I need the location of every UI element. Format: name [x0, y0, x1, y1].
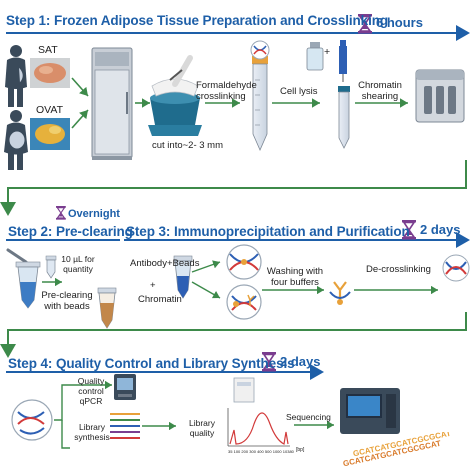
- axis-tick: 300: [249, 449, 256, 454]
- qc-label: Quality control qPCR: [77, 376, 105, 406]
- step1-to-step2-connector: [0, 160, 467, 216]
- human-silhouette-icon: [5, 45, 27, 107]
- plus-sign: +: [324, 46, 331, 58]
- ovat-label: OVAT: [36, 104, 64, 116]
- qpcr-machine-icon: [114, 374, 136, 400]
- ip-arrow-upper: [191, 260, 221, 273]
- step1-duration: 6 hours: [376, 15, 423, 30]
- bead-tube-icon: [97, 287, 117, 329]
- axis-unit: [bp]: [296, 447, 305, 453]
- axis-tick: 35: [228, 449, 233, 454]
- hourglass-icon: [56, 206, 66, 220]
- aliquot-tube-icon: [45, 255, 57, 279]
- mortar-pestle-icon: [148, 55, 202, 136]
- human-silhouette-icon: [4, 110, 28, 170]
- preclearing-label: Pre-clearing with beads: [41, 290, 93, 312]
- sequencing-label: Sequencing: [286, 412, 331, 422]
- axis-tick: 1000: [272, 449, 282, 454]
- step1-title: Step 1: Frozen Adipose Tissue Preparatio…: [6, 13, 389, 28]
- sonicator-icon: [415, 69, 465, 123]
- axis-tick: 100: [233, 449, 241, 454]
- vial-icon: [306, 42, 324, 71]
- step4-duration: 2 days: [280, 354, 321, 369]
- bioanalyzer-icon: [233, 377, 255, 403]
- ip-tube-icon: [173, 255, 193, 299]
- ovat-tissue-image: [30, 118, 70, 150]
- electropherogram-chart: [227, 408, 290, 447]
- library-branch-arrow: [61, 420, 70, 449]
- washing-label: Washing with four buffers: [266, 266, 324, 288]
- chromatin-label: Chromatin: [138, 294, 182, 305]
- decrosslinking-label: De-crosslinking: [366, 264, 431, 275]
- library-synthesis-label: Library synthesis: [74, 422, 110, 442]
- step3-duration: 2 days: [420, 222, 461, 237]
- axis-tick: 200: [241, 449, 249, 454]
- hourglass-icon: [358, 14, 372, 34]
- ovat-arrow: [71, 109, 89, 129]
- formaldehyde-label: Formaldehyde crosslinking: [196, 80, 257, 102]
- axis-tick: 500: [264, 449, 272, 454]
- free-dna-icon: [442, 254, 470, 282]
- antibody-complex-icon: [329, 281, 351, 305]
- sat-label: SAT: [38, 44, 58, 56]
- axis-tick: 10380: [282, 449, 294, 454]
- syringe-icon: [339, 40, 347, 82]
- conical-tube-icon: [252, 56, 268, 151]
- step4-title: Step 4: Quality Control and Library Synt…: [8, 356, 295, 371]
- electropherogram-axis: 35 100 200 300 400 500 1000 10380: [228, 448, 294, 456]
- sat-tissue-image: [30, 58, 70, 88]
- qc-branch-arrow: [54, 380, 112, 421]
- step2-duration: Overnight: [68, 208, 120, 220]
- plus-sign: +: [150, 280, 156, 291]
- step3-to-step4-connector: [0, 312, 467, 358]
- sequencer-icon: [340, 388, 400, 434]
- antibody-label: Antibody+Beads: [130, 258, 200, 269]
- ip-arrow-lower: [191, 281, 221, 299]
- sat-arrow: [71, 77, 89, 97]
- eppendorf-tube-icon: [15, 261, 41, 309]
- hourglass-icon: [402, 220, 416, 240]
- library-strands-icon: [110, 413, 140, 439]
- sequence-reads: GCATCATGCATCGCGCAT GCATCATGCATCGCGCAT: [334, 432, 464, 468]
- freezer-icon: [91, 47, 133, 160]
- antibody-bead-zoom-icon: [226, 284, 262, 320]
- microtube-icon: [338, 86, 350, 149]
- step2-title: Step 2: Pre-clearing: [8, 224, 133, 239]
- aliquot-label: 10 µL for quantity: [61, 254, 95, 274]
- shearing-label: Chromatin shearing: [358, 80, 402, 102]
- step3-title: Step 3: Immunoprecipitation and Purifica…: [126, 224, 410, 239]
- library-quality-label: Library quality: [189, 418, 215, 438]
- dna-pool-icon: [11, 399, 53, 441]
- lysis-label: Cell lysis: [280, 86, 318, 97]
- cut-label: cut into~2- 3 mm: [152, 140, 224, 151]
- chromatin-badge-icon: [250, 40, 270, 60]
- hourglass-icon: [262, 352, 276, 372]
- chromatin-zoom-icon: [226, 244, 262, 280]
- axis-tick: 400: [257, 449, 264, 454]
